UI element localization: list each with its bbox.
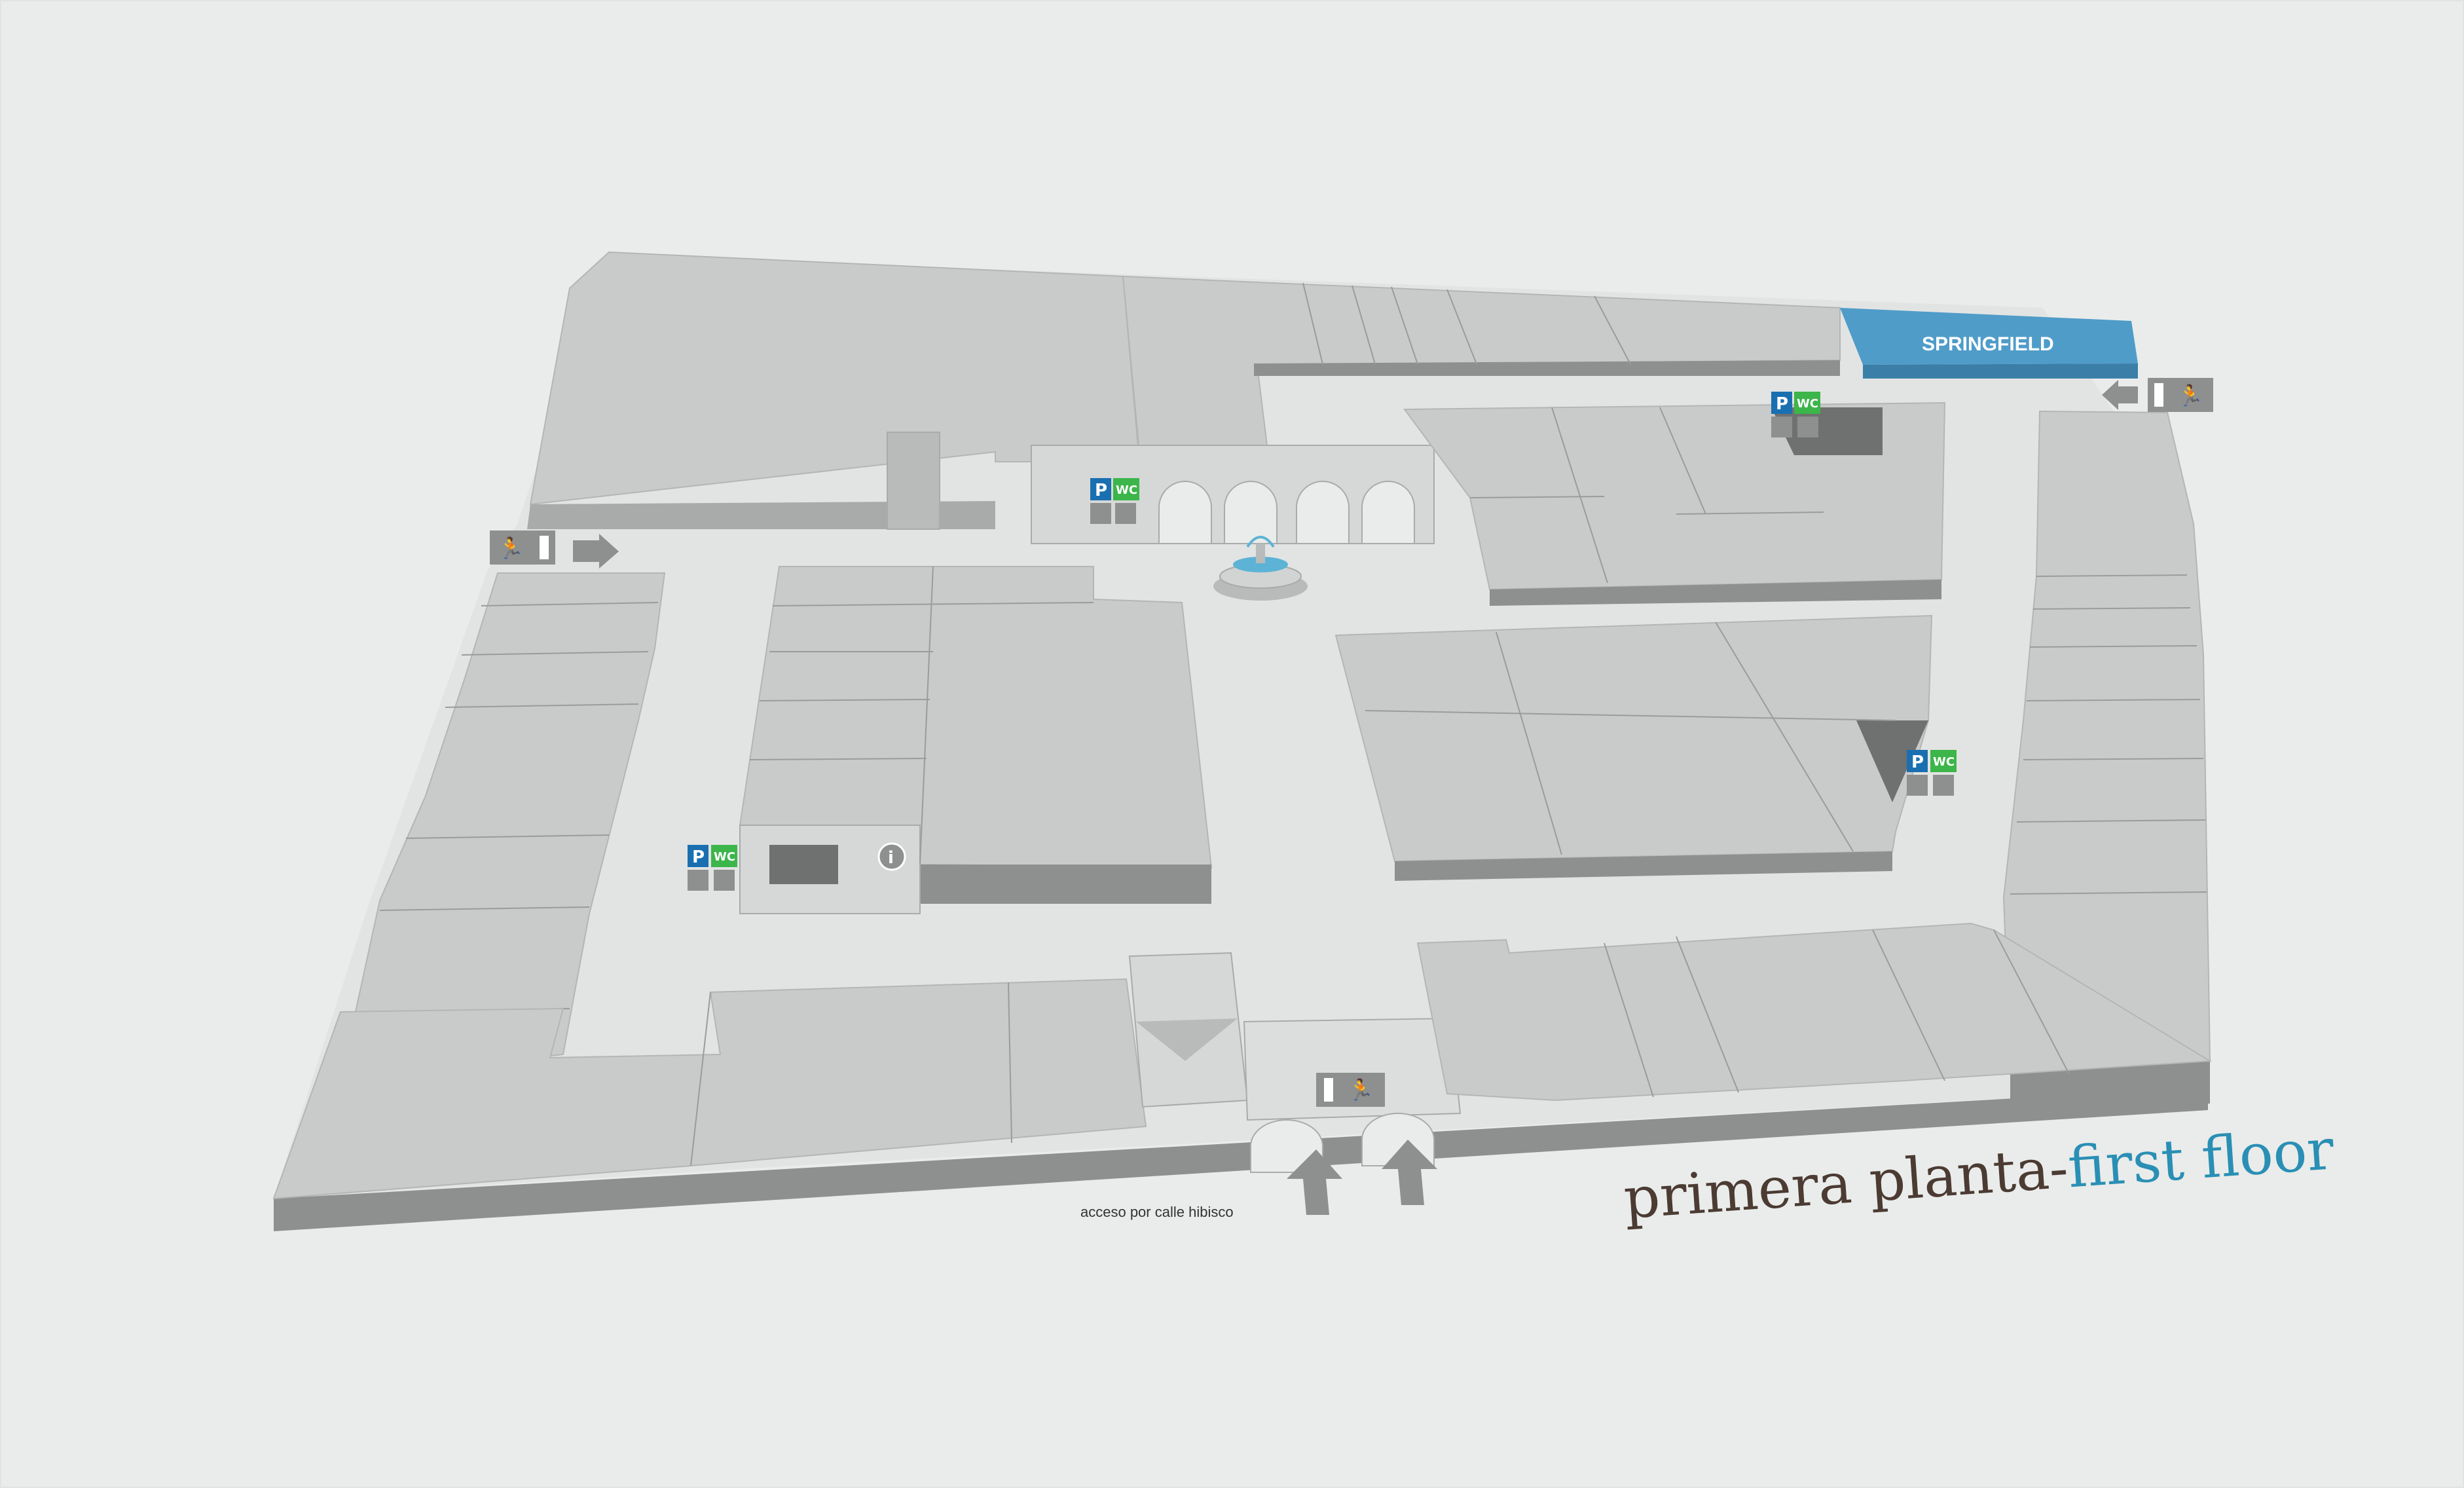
info-point: i [877, 842, 906, 871]
services-northeast: P WC [1771, 392, 1820, 437]
fountain [1213, 536, 1308, 601]
info-icon [877, 842, 906, 871]
parking-icon [1090, 478, 1111, 500]
wc-icon-label: WC [1933, 755, 1955, 769]
arcade-north [1031, 445, 1435, 544]
entrance-arrow-left [1287, 1149, 1342, 1215]
floor-title-es: primera planta- [1622, 1136, 2070, 1232]
exit-sign-south: 🏃 [1316, 1073, 1385, 1107]
wc-icon-label: WC [714, 850, 735, 864]
parking-icon [1771, 392, 1792, 414]
wc-icon-label: WC [1116, 483, 1137, 497]
parking-icon [688, 845, 708, 867]
entrance-arrow-right [1382, 1140, 1437, 1205]
access-label: acceso por calle hibisco [1080, 1204, 1234, 1220]
wc-icon-label: WC [1797, 397, 1818, 411]
store-block-southeast[interactable] [1416, 922, 2213, 1102]
store-block-southwest[interactable] [272, 978, 1147, 1200]
stairs-icon [1933, 775, 1954, 796]
services-west: P WC [688, 845, 737, 891]
accessible-icon [1090, 503, 1111, 524]
services-northwest: P WC [1090, 478, 1139, 524]
exit-sign-west: 🏃 [490, 530, 619, 568]
stairs-icon [714, 870, 735, 891]
info-icon-label: i [888, 848, 894, 868]
svg-text:🏃: 🏃 [1348, 1077, 1374, 1102]
accessible-icon [688, 870, 708, 891]
store-block-center-east[interactable] [1334, 614, 1933, 881]
parking-icon [1907, 750, 1928, 772]
stairs-icon [1797, 417, 1818, 437]
store-block-northeast[interactable] [1403, 401, 1946, 606]
accessible-icon [1907, 775, 1928, 796]
store-block-northwest[interactable] [527, 251, 1141, 530]
parking-icon-label: P [1911, 753, 1924, 772]
floor-title-en: first floor [2066, 1117, 2336, 1200]
store-block-east[interactable] [2002, 410, 2211, 1113]
springfield-label: SPRINGFIELD [1922, 333, 2054, 355]
store-block-center-west[interactable] [739, 566, 1213, 914]
svg-text:🏃: 🏃 [2177, 383, 2203, 408]
parking-icon-label: P [692, 847, 705, 867]
parking-icon-label: P [1776, 394, 1788, 414]
wc-icon [1113, 478, 1139, 500]
wc-icon [1930, 750, 1957, 772]
services-east: P WC [1907, 750, 1957, 796]
store-springfield[interactable]: SPRINGFIELD [1840, 308, 2138, 379]
accessible-icon [1771, 417, 1792, 437]
wc-icon [711, 845, 737, 867]
svg-text:🏃: 🏃 [498, 536, 524, 561]
wc-icon [1794, 392, 1820, 414]
stairs-icon [1115, 503, 1136, 524]
exit-sign-east: 🏃 [2102, 378, 2213, 412]
store-block-west[interactable] [339, 572, 666, 1082]
parking-icon-label: P [1095, 481, 1107, 500]
